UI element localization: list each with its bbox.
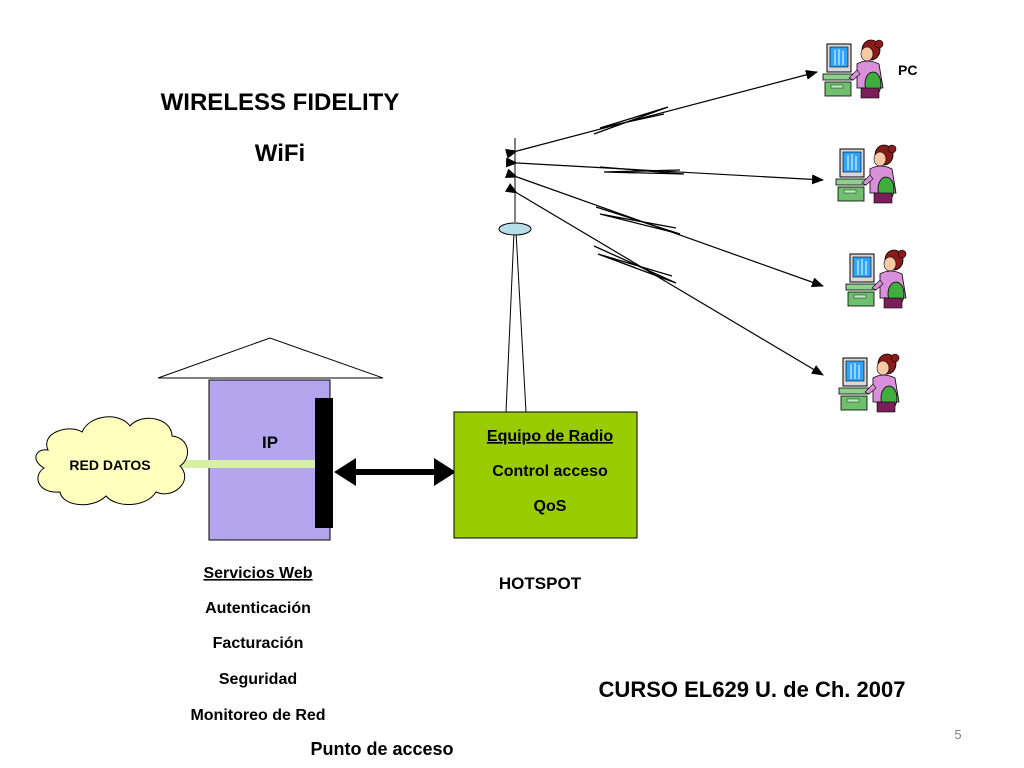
hotspot-label: HOTSPOT — [499, 574, 582, 593]
antenna-mast-left — [505, 231, 515, 413]
service-item-4: Seguridad — [219, 671, 297, 688]
antenna-mast-right — [515, 231, 527, 413]
access-point-caption: Punto de acceso — [310, 739, 453, 759]
radio-line-2: Control acceso — [492, 463, 608, 480]
wireless-link-4 — [504, 183, 824, 376]
link-arrowhead-left — [334, 458, 356, 486]
pc-icon — [822, 39, 884, 99]
antenna-base — [498, 222, 532, 236]
service-item-2: Autenticación — [205, 600, 311, 617]
signal-zigzag-2 — [599, 166, 685, 175]
radio-line-1: Equipo de Radio — [487, 428, 613, 445]
radio-equipment-box — [453, 411, 638, 539]
wireless-link-2 — [505, 157, 824, 185]
signal-zigzag-1 — [593, 106, 669, 135]
building-roof — [157, 337, 384, 379]
red-datos-label: RED DATOS — [69, 457, 150, 473]
title-line2: WiFi — [255, 140, 305, 167]
service-item-5: Monitoreo de Red — [190, 707, 325, 724]
service-item-3: Facturación — [213, 635, 304, 652]
network-port-bar — [315, 398, 333, 528]
course-label: CURSO EL629 U. de Ch. 2007 — [599, 677, 906, 702]
signal-zigzag-4 — [593, 245, 677, 284]
red-datos-cloud — [35, 416, 188, 506]
pc-icon — [845, 249, 907, 309]
data-link-band — [178, 460, 318, 468]
ip-label: IP — [262, 433, 278, 452]
radio-line-3: QoS — [534, 498, 567, 515]
page-number: 5 — [954, 727, 961, 742]
wireless-link-1 — [505, 69, 818, 159]
title-line1: WIRELESS FIDELITY — [161, 89, 400, 116]
pc-label: PC — [898, 62, 917, 78]
pc-icon — [838, 353, 900, 413]
link-arrowhead-right — [434, 458, 456, 486]
service-item-1: Servicios Web — [203, 565, 312, 582]
signal-zigzag-3 — [595, 206, 681, 235]
pc-icon — [835, 144, 897, 204]
